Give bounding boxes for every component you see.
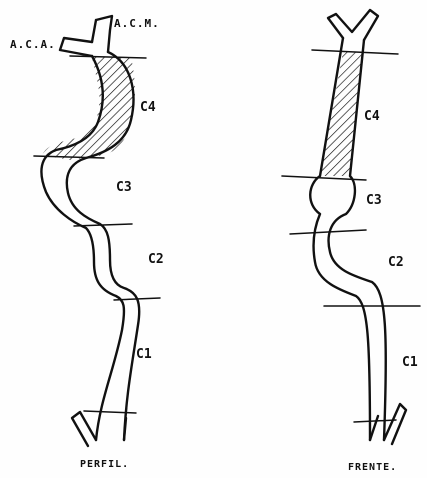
profile-level-line-5 bbox=[84, 411, 136, 413]
front-c4-label: C4 bbox=[364, 109, 380, 124]
front-level-line-2 bbox=[282, 176, 366, 180]
profile-c2-label: C2 bbox=[148, 252, 164, 267]
profile-level-line-1 bbox=[70, 56, 146, 58]
profile-level-line-3 bbox=[74, 224, 132, 226]
profile-c4-hatched-region bbox=[42, 57, 135, 160]
profile-aca-branch bbox=[60, 38, 92, 56]
profile-c4-label: C4 bbox=[140, 100, 156, 115]
front-c3-label: C3 bbox=[366, 193, 382, 208]
front-level-line-3 bbox=[290, 230, 366, 234]
profile-acm-label: A.C.M. bbox=[114, 17, 160, 30]
front-top-branch bbox=[328, 10, 378, 40]
front-view: C4 C3 C2 C1 FRENTE. bbox=[282, 10, 420, 473]
profile-view: A.C.M. A.C.A. C4 C3 C2 C1 PERFIL. bbox=[10, 16, 164, 470]
profile-acm-branch bbox=[92, 16, 112, 52]
profile-aca-label: A.C.A. bbox=[10, 38, 56, 51]
front-level-line-5 bbox=[354, 420, 396, 422]
front-lower-stub bbox=[370, 404, 406, 444]
profile-c1-label: C1 bbox=[136, 347, 152, 362]
front-caption: FRENTE. bbox=[348, 462, 397, 473]
front-c1-label: C1 bbox=[402, 355, 418, 370]
profile-caption: PERFIL. bbox=[80, 459, 129, 470]
profile-c3-label: C3 bbox=[116, 180, 132, 195]
front-c2-label: C2 bbox=[388, 255, 404, 270]
